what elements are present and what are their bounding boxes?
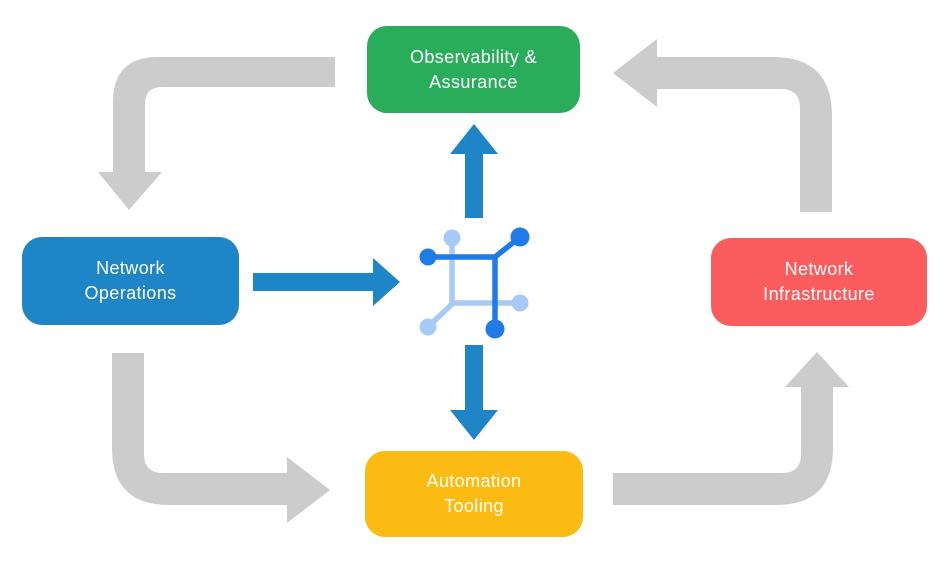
arrow-operations-to-center: [253, 258, 400, 306]
node-operations-label: Network Operations: [84, 258, 177, 303]
arrow-automation-to-infrastructure: [613, 352, 849, 505]
node-infrastructure-label: Network Infrastructure: [763, 259, 875, 304]
node-network-operations: Network Operations: [22, 237, 239, 325]
arrow-center-to-observability: [450, 124, 498, 218]
node-observability-label: Observability & Assurance: [409, 46, 538, 92]
arrow-observability-to-operations: [98, 57, 335, 210]
node-observability-assurance: Observability & Assurance: [367, 26, 580, 113]
arrow-infrastructure-to-observability: [613, 39, 832, 212]
node-network-infrastructure: Network Infrastructure: [711, 238, 927, 326]
node-automation-tooling: Automation Tooling: [365, 451, 583, 537]
arrow-center-to-automation: [450, 345, 498, 440]
node-automation-label: Automation Tooling: [426, 471, 522, 516]
network-mesh-icon: [419, 227, 530, 339]
arrow-operations-to-automation: [112, 353, 330, 523]
